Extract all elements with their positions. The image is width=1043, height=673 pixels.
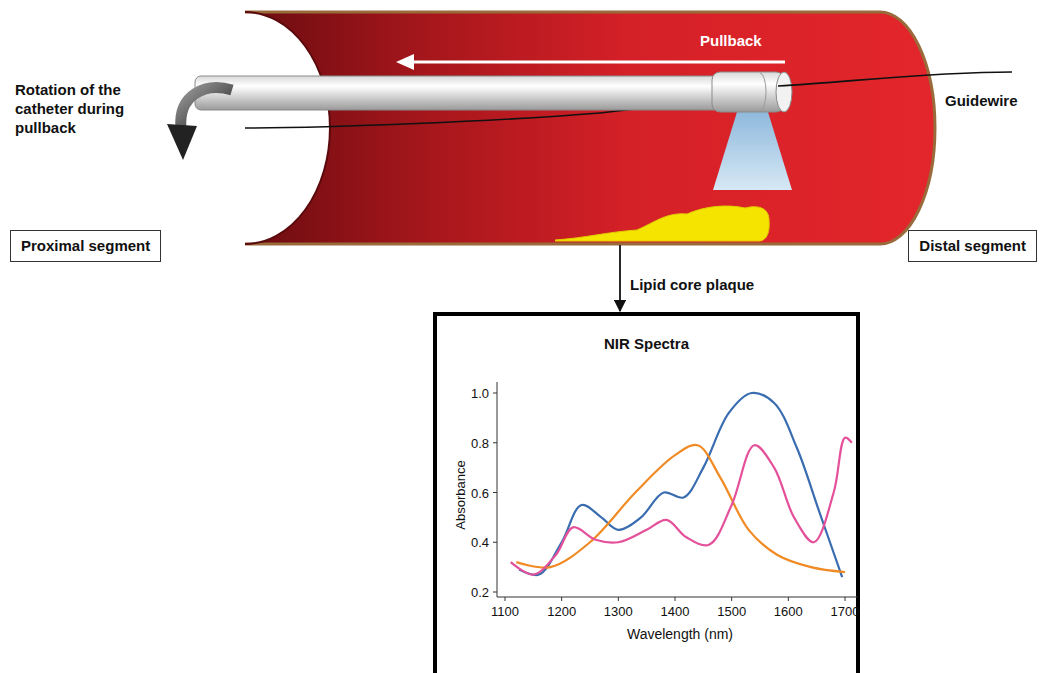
rotation-arrow <box>181 88 232 128</box>
tick-label: 1100 <box>491 604 519 619</box>
segment-label: Distal segment <box>919 236 1026 256</box>
y-tick <box>493 442 497 443</box>
pullback-label: Pullback <box>700 32 762 49</box>
guidewire-label: Guidewire <box>945 92 1018 109</box>
spectrum-curve <box>511 438 852 575</box>
connector-arrow <box>619 245 621 311</box>
tick-label: 1700 <box>831 604 860 619</box>
plaque-label: Lipid core plaque <box>630 276 754 293</box>
nir-spectra-chart: NIR Spectra <box>433 312 860 673</box>
x-tick <box>788 597 789 601</box>
y-tick <box>493 393 497 394</box>
tick-label: 1300 <box>604 604 633 619</box>
catheter-body <box>195 76 720 110</box>
axis-title: Absorbance <box>453 460 468 529</box>
segment-label-box: Proximal segment <box>10 230 161 262</box>
catheter-tip-end <box>776 72 792 112</box>
artery-outline <box>245 12 935 244</box>
guidewire-line <box>778 72 1012 86</box>
pullback-arrow <box>412 61 785 64</box>
plot-axes <box>497 382 858 597</box>
artery-wall <box>245 12 935 244</box>
plaque-shape <box>555 190 770 242</box>
lipid-core-shape <box>555 206 769 241</box>
axis-title: Wavelength (nm) <box>627 626 733 642</box>
catheter-tip <box>712 72 784 112</box>
x-tick <box>505 597 506 601</box>
x-tick <box>845 597 846 601</box>
chart-title: NIR Spectra <box>437 334 856 354</box>
tick-label: 1400 <box>661 604 690 619</box>
spectrum-curve <box>519 393 842 577</box>
x-tick <box>675 597 676 601</box>
tick-label: 0.2 <box>471 585 489 600</box>
x-tick <box>561 597 562 601</box>
tick-label: 1200 <box>547 604 576 619</box>
tick-label: 1.0 <box>471 386 489 401</box>
tick-label: 0.4 <box>471 535 489 550</box>
tick-label: 0.8 <box>471 435 489 450</box>
y-tick <box>493 592 497 593</box>
segment-label-box: Distal segment <box>908 230 1037 262</box>
y-tick <box>493 492 497 493</box>
spectrum-curve <box>516 445 845 572</box>
rotation-label: Rotation of the catheter during pullback <box>15 80 165 137</box>
tick-label: 1500 <box>717 604 746 619</box>
x-tick <box>618 597 619 601</box>
x-tick <box>731 597 732 601</box>
pullback-arrowhead <box>396 54 414 70</box>
rotation-arrowhead <box>167 124 197 160</box>
tick-label: 1600 <box>774 604 803 619</box>
nir-light-beam <box>713 112 792 190</box>
lipid-core-plaque: Lipid core plaque <box>555 190 770 242</box>
tick-label: 0.6 <box>471 485 489 500</box>
y-tick <box>493 542 497 543</box>
catheter-seam <box>760 73 766 111</box>
segment-label: Proximal segment <box>21 236 150 256</box>
